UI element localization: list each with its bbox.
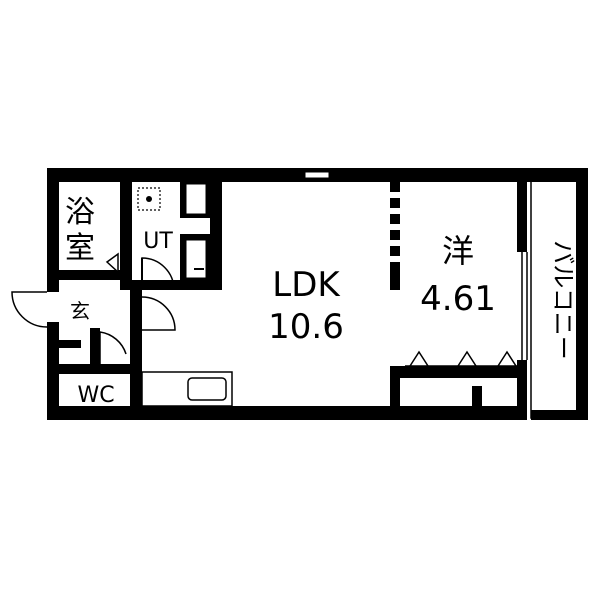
washing-machine-space <box>137 187 161 211</box>
ldk-name: LDK <box>272 265 341 305</box>
entrance-label: 玄 <box>70 299 90 323</box>
kitchen-counter <box>141 371 233 407</box>
balcony-area <box>521 179 588 420</box>
interior-walls <box>47 168 517 420</box>
balcony-label: バルコニー <box>549 240 577 360</box>
doors <box>11 252 176 364</box>
ldk-size: 10.6 <box>268 307 344 347</box>
top-window <box>304 171 330 179</box>
western-size: 4.61 <box>420 279 496 319</box>
outer-walls <box>47 168 588 420</box>
bath-label-1: 浴 <box>65 195 95 230</box>
ut-label: UT <box>143 229 173 254</box>
closet <box>405 350 518 378</box>
bath-label-2: 室 <box>65 231 95 266</box>
wc-label: WC <box>77 383 114 408</box>
western-name: 洋 <box>442 232 474 270</box>
